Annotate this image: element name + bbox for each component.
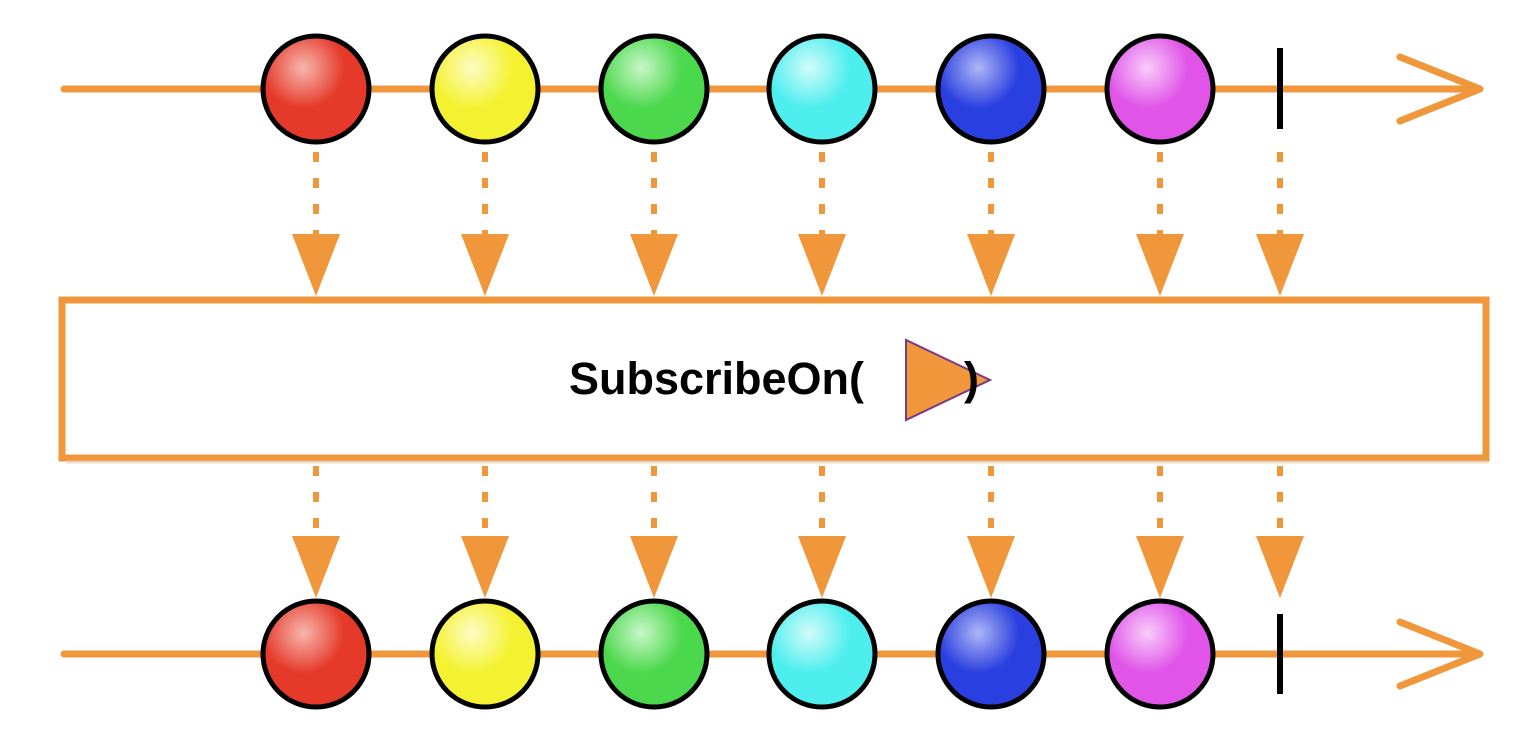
top-arrow-6-head (1136, 234, 1184, 296)
bottom-arrow-6-head (1136, 536, 1184, 598)
top-arrow-1-head (292, 234, 340, 296)
result-timeline (60, 598, 1484, 710)
result-marble-5 (935, 598, 1047, 710)
bottom-arrow-2 (461, 466, 509, 598)
source-timeline-arrowhead (1396, 53, 1484, 125)
operator-box (58, 296, 1490, 462)
scheduler-play-icon (905, 338, 993, 422)
bottom-arrow-7-head (1256, 536, 1304, 598)
source-marble-5 (935, 33, 1047, 145)
top-arrow-5 (967, 152, 1015, 296)
result-timeline-arrowhead (1396, 618, 1484, 690)
top-arrow-5-head (967, 234, 1015, 296)
bottom-arrow-5 (967, 466, 1015, 598)
source-marble-4 (766, 33, 878, 145)
bottom-arrow-3 (630, 466, 678, 598)
top-arrow-4-head (798, 234, 846, 296)
bottom-arrow-7 (1256, 466, 1304, 598)
result-marble-1 (260, 598, 372, 710)
top-arrow-1 (292, 152, 340, 296)
source-marble-6 (1104, 33, 1216, 145)
top-arrow-7-head (1256, 234, 1304, 296)
bottom-arrow-4 (798, 466, 846, 598)
result-marbles (260, 598, 1216, 710)
result-marble-2 (429, 598, 541, 710)
bottom-arrow-3-head (630, 536, 678, 598)
source-timeline (60, 33, 1484, 145)
bottom-arrow-1-head (292, 536, 340, 598)
top-arrow-6 (1136, 152, 1184, 296)
top-arrow-2-head (461, 234, 509, 296)
bottom-arrow-2-head (461, 536, 509, 598)
bottom-arrow-4-head (798, 536, 846, 598)
top-arrow-7 (1256, 152, 1304, 296)
bottom-arrow-1 (292, 466, 340, 598)
top-arrow-3 (630, 152, 678, 296)
bottom-arrow-6 (1136, 466, 1184, 598)
source-marbles (260, 33, 1216, 145)
result-marble-3 (598, 598, 710, 710)
source-marble-3 (598, 33, 710, 145)
bottom-arrow-5-head (967, 536, 1015, 598)
top-arrow-3-head (630, 234, 678, 296)
source-marble-1 (260, 33, 372, 145)
top-arrow-4 (798, 152, 846, 296)
source-marble-2 (429, 33, 541, 145)
top-arrow-2 (461, 152, 509, 296)
operator-to-result-arrows (292, 466, 1304, 598)
source-to-operator-arrows (292, 152, 1304, 296)
result-marble-4 (766, 598, 878, 710)
result-marble-6 (1104, 598, 1216, 710)
